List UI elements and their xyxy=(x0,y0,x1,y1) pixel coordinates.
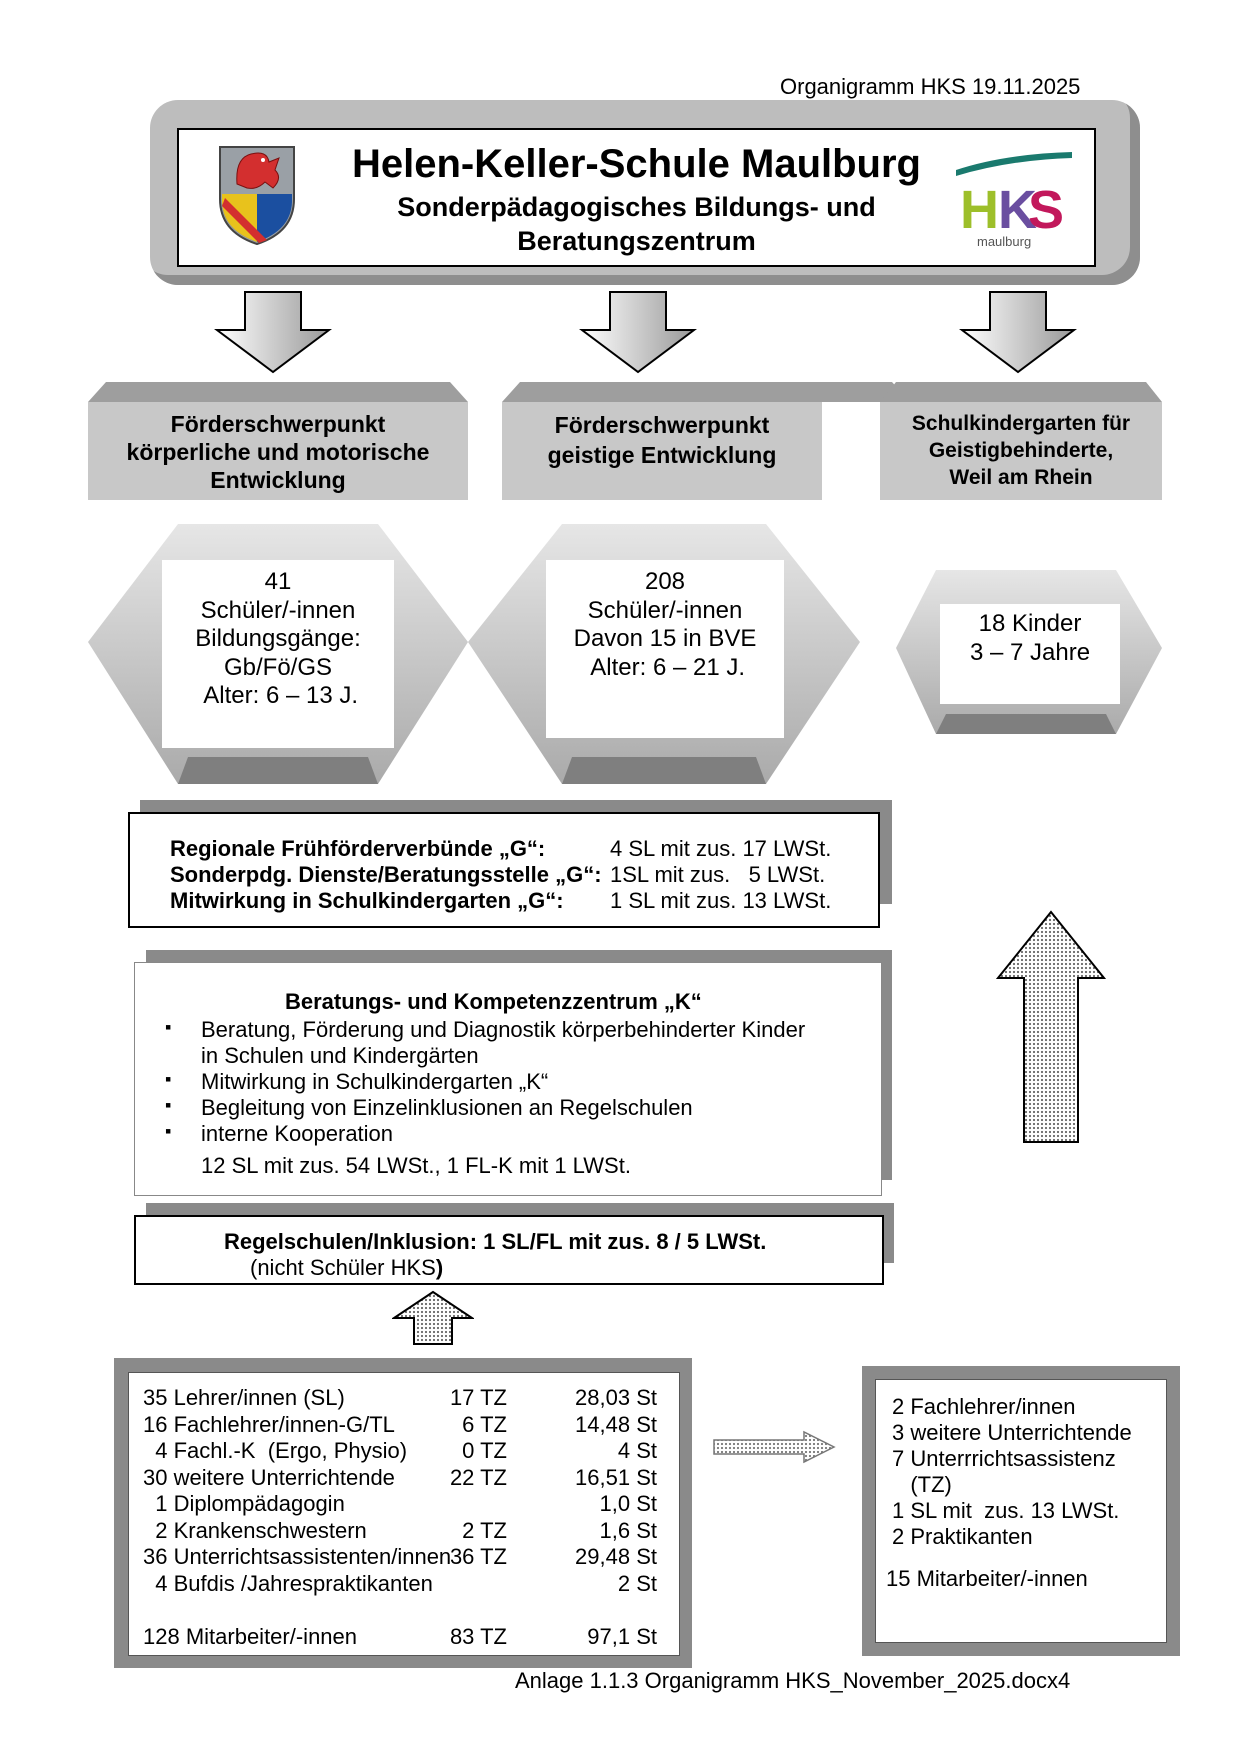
staff-row-label: 4 Fachl.-K (Ergo, Physio) xyxy=(143,1438,408,1463)
staff-box: 35 Lehrer/innen (SL) 17 TZ 28,03 St 16 Fach… xyxy=(128,1372,680,1656)
staff-row-tz: 83 TZ xyxy=(449,1623,507,1649)
regional-value: 1 SL mit zus. 13 LWSt. xyxy=(610,888,832,913)
regional-box: Regionale Frühförderverbünde „G“: 4 SL m… xyxy=(128,812,880,928)
school-subtitle-line2: Beratungszentrum xyxy=(517,226,756,256)
staff-row-label: 4 Bufdis /Jahrespraktikanten xyxy=(143,1570,433,1596)
staff-row-hours: 28,03 St xyxy=(575,1385,657,1410)
staff-row-hours: 16,51 St xyxy=(575,1464,657,1490)
regional-label: Mitwirkung in Schulkindergarten „G“: xyxy=(170,888,564,913)
staff-row-tz: 6 TZ xyxy=(462,1411,507,1437)
svg-text:S: S xyxy=(1028,180,1064,240)
staff-row-hours: 2 St xyxy=(617,1570,657,1596)
count-mental: 208 Schüler/-innen Davon 15 in BVE Alter… xyxy=(546,560,784,738)
category-motor: Förderschwerpunkt körperliche und motori… xyxy=(88,402,468,500)
regional-value: 1SL mit zus. 5 LWSt. xyxy=(610,862,826,887)
staff-row-hours: 4 St xyxy=(617,1438,657,1463)
staff-row-tz: 17 TZ xyxy=(449,1385,507,1410)
header-box: Helen-Keller-Schule Maulburg Sonderpädag… xyxy=(177,128,1096,267)
arrow-up-small-icon xyxy=(392,1290,474,1345)
staff-row-tz: 22 TZ xyxy=(449,1464,507,1490)
hks-logo-text: maulburg xyxy=(977,234,1032,249)
category-mental: Förderschwerpunkt geistige Entwicklung xyxy=(502,402,822,500)
kindergarten-staff-line: 2 Praktikanten xyxy=(892,1524,1033,1549)
category-kindergarten: Schulkindergarten für Geistigbehinderte,… xyxy=(880,402,1162,500)
school-title: Helen-Keller-Schule Maulburg xyxy=(352,142,921,186)
staff-row-label: 36 Unterrichtsassistenten/innen xyxy=(143,1544,452,1569)
arrow-up-large-icon xyxy=(996,910,1106,1143)
kindergarten-staff-line: 2 Fachlehrer/innen xyxy=(892,1394,1076,1419)
kindergarten-staff-line: 3 weitere Unterrichtende xyxy=(892,1420,1132,1445)
staff-row-hours: 97,1 St xyxy=(587,1623,657,1649)
staff-row-tz: 36 TZ xyxy=(449,1544,507,1569)
kompetenz-box: Beratungs- und Kompetenzzentrum „K“ Bera… xyxy=(134,962,882,1196)
regional-label: Regionale Frühförderverbünde „G“: xyxy=(170,836,546,861)
staff-row-label: 16 Fachlehrer/innen-G/TL xyxy=(143,1411,395,1437)
kompetenz-bullet: Mitwirkung in Schulkindergarten „K“ xyxy=(165,1069,548,1095)
arrow-right-icon xyxy=(713,1430,836,1464)
arrow-down-icon xyxy=(959,291,1077,374)
category-bevels xyxy=(88,382,1162,402)
document-footer: Anlage 1.1.3 Organigramm HKS_November_20… xyxy=(515,1668,1071,1693)
staff-row-label: 1 Diplompädagogin xyxy=(143,1491,345,1516)
kompetenz-title: Beratungs- und Kompetenzzentrum „K“ xyxy=(285,989,702,1014)
regional-label: Sonderpdg. Dienste/Beratungsstelle „G“: xyxy=(170,862,602,887)
staff-row-label: 35 Lehrer/innen (SL) xyxy=(143,1385,345,1410)
staff-row-tz: 2 TZ xyxy=(462,1517,507,1543)
staff-row-tz: 0 TZ xyxy=(462,1438,507,1463)
regelschulen-line1: Regelschulen/Inklusion: 1 SL/FL mit zus.… xyxy=(224,1229,767,1254)
school-subtitle-line1: Sonderpädagogisches Bildungs- und xyxy=(397,192,876,222)
staff-row-hours: 1,0 St xyxy=(599,1491,657,1516)
staff-row-label: 2 Krankenschwestern xyxy=(143,1517,367,1543)
kindergarten-staff-line: 7 Unterrrichtsassistenz xyxy=(892,1446,1116,1471)
kindergarten-staff-box: 2 Fachlehrer/innen 3 weitere Unterrichte… xyxy=(875,1379,1167,1643)
hks-logo-icon: H K S xyxy=(956,152,1072,240)
arrow-down-icon xyxy=(214,291,332,374)
svg-text:H: H xyxy=(960,180,999,240)
count-kindergarten: 18 Kinder 3 – 7 Jahre xyxy=(940,604,1120,704)
kompetenz-footer: 12 SL mit zus. 54 LWSt., 1 FL-K mit 1 LW… xyxy=(201,1153,631,1178)
kindergarten-staff-line: 1 SL mit zus. 13 LWSt. xyxy=(892,1498,1120,1523)
kindergarten-staff-line: (TZ) xyxy=(892,1472,952,1497)
staff-row-hours: 29,48 St xyxy=(575,1544,657,1569)
staff-row-label: 30 weitere Unterrichtende xyxy=(143,1464,395,1490)
regional-value: 4 SL mit zus. 17 LWSt. xyxy=(610,836,832,861)
staff-row-hours: 1,6 St xyxy=(599,1517,657,1543)
kompetenz-bullet-cont: in Schulen und Kindergärten xyxy=(201,1043,479,1068)
regelschulen-box: Regelschulen/Inklusion: 1 SL/FL mit zus.… xyxy=(134,1215,884,1285)
kompetenz-bullet: Begleitung von Einzelinklusionen an Rege… xyxy=(165,1095,693,1121)
coat-of-arms-icon xyxy=(219,146,295,246)
count-motor: 41 Schüler/-innen Bildungsgänge: Gb/Fö/G… xyxy=(162,560,394,748)
regelschulen-line2: (nicht Schüler HKS) xyxy=(250,1255,444,1280)
svg-text:K: K xyxy=(998,180,1037,240)
kindergarten-staff-total: 15 Mitarbeiter/-innen xyxy=(886,1566,1088,1591)
staff-row-label: 128 Mitarbeiter/-innen xyxy=(143,1623,358,1649)
kompetenz-bullet: interne Kooperation xyxy=(165,1121,393,1147)
arrow-down-icon xyxy=(579,291,697,374)
kompetenz-bullet: Beratung, Förderung und Diagnostik körpe… xyxy=(165,1017,805,1043)
document-date: Organigramm HKS 19.11.2025 xyxy=(780,74,1081,99)
staff-row-hours: 14,48 St xyxy=(575,1411,657,1437)
